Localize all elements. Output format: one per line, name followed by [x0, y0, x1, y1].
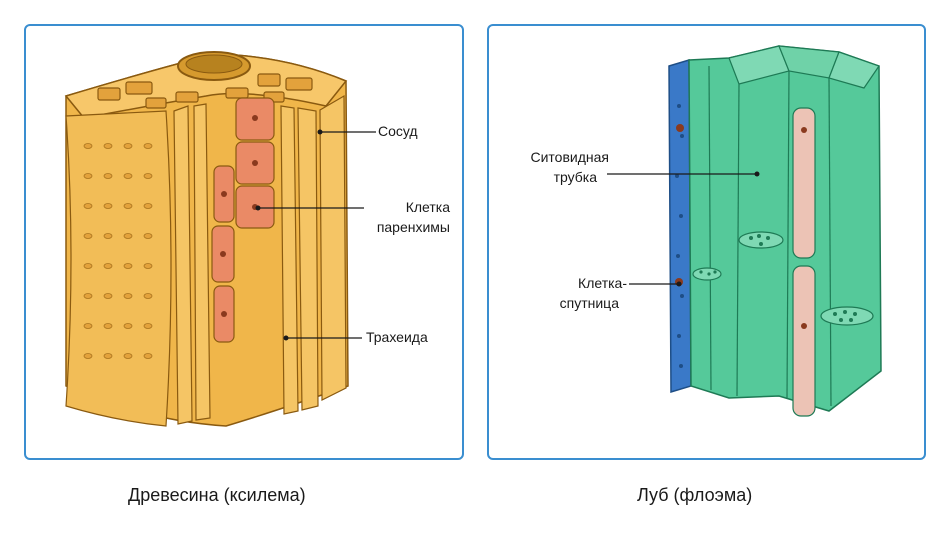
parenchyma-nuclei: [220, 115, 258, 317]
phloem-caption: Луб (флоэма): [637, 485, 753, 505]
companion-dots: [675, 104, 684, 368]
label-companion-line1: Клетка-: [578, 275, 627, 291]
label-vessel: Сосуд: [378, 123, 418, 139]
label-parenchyma-line1: Клетка: [405, 199, 450, 215]
vessel-pointer-dot: [317, 129, 323, 135]
sieve-pointer-dot: [754, 171, 760, 177]
label-parenchyma-line2: паренхимы: [376, 219, 450, 235]
tracheids: [173, 94, 347, 425]
top-facet-3: [828, 51, 880, 89]
xylem-caption: Древесина (ксилема): [128, 485, 306, 505]
label-sieve-line2: трубка: [553, 169, 597, 185]
sieve-tube-body: [688, 45, 882, 412]
xylem-panel: Сосуд Клетка паренхимы Трахеида: [24, 24, 464, 460]
vessel-pits: [83, 143, 153, 359]
vessel-lumen: [185, 54, 243, 74]
phloem-panel: Ситовидная трубка Клетка- спутница: [487, 24, 926, 460]
tracheid-pointer-dot: [283, 335, 289, 341]
central-cell-nuclei: [801, 127, 807, 329]
companion-nucleus-1: [676, 124, 684, 132]
label-tracheid: Трахеида: [366, 329, 428, 345]
sieve-tube-lines: [708, 65, 832, 407]
label-companion-line2: спутница: [559, 295, 619, 311]
top-cells: [97, 73, 313, 109]
parenchyma-pointer-dot: [255, 205, 261, 211]
xylem-illustration: [64, 51, 376, 427]
sieve-plate-pores: [699, 234, 857, 322]
phloem-illustration: [607, 45, 882, 417]
label-sieve-line1: Ситовидная: [530, 149, 610, 165]
central-cell-upper: [792, 107, 816, 259]
companion-pointer-dot: [676, 281, 682, 287]
vessel-wall: [65, 110, 172, 427]
central-cell-lower: [792, 265, 816, 417]
sieve-plates: [692, 231, 874, 326]
companion-cell: [668, 58, 692, 394]
